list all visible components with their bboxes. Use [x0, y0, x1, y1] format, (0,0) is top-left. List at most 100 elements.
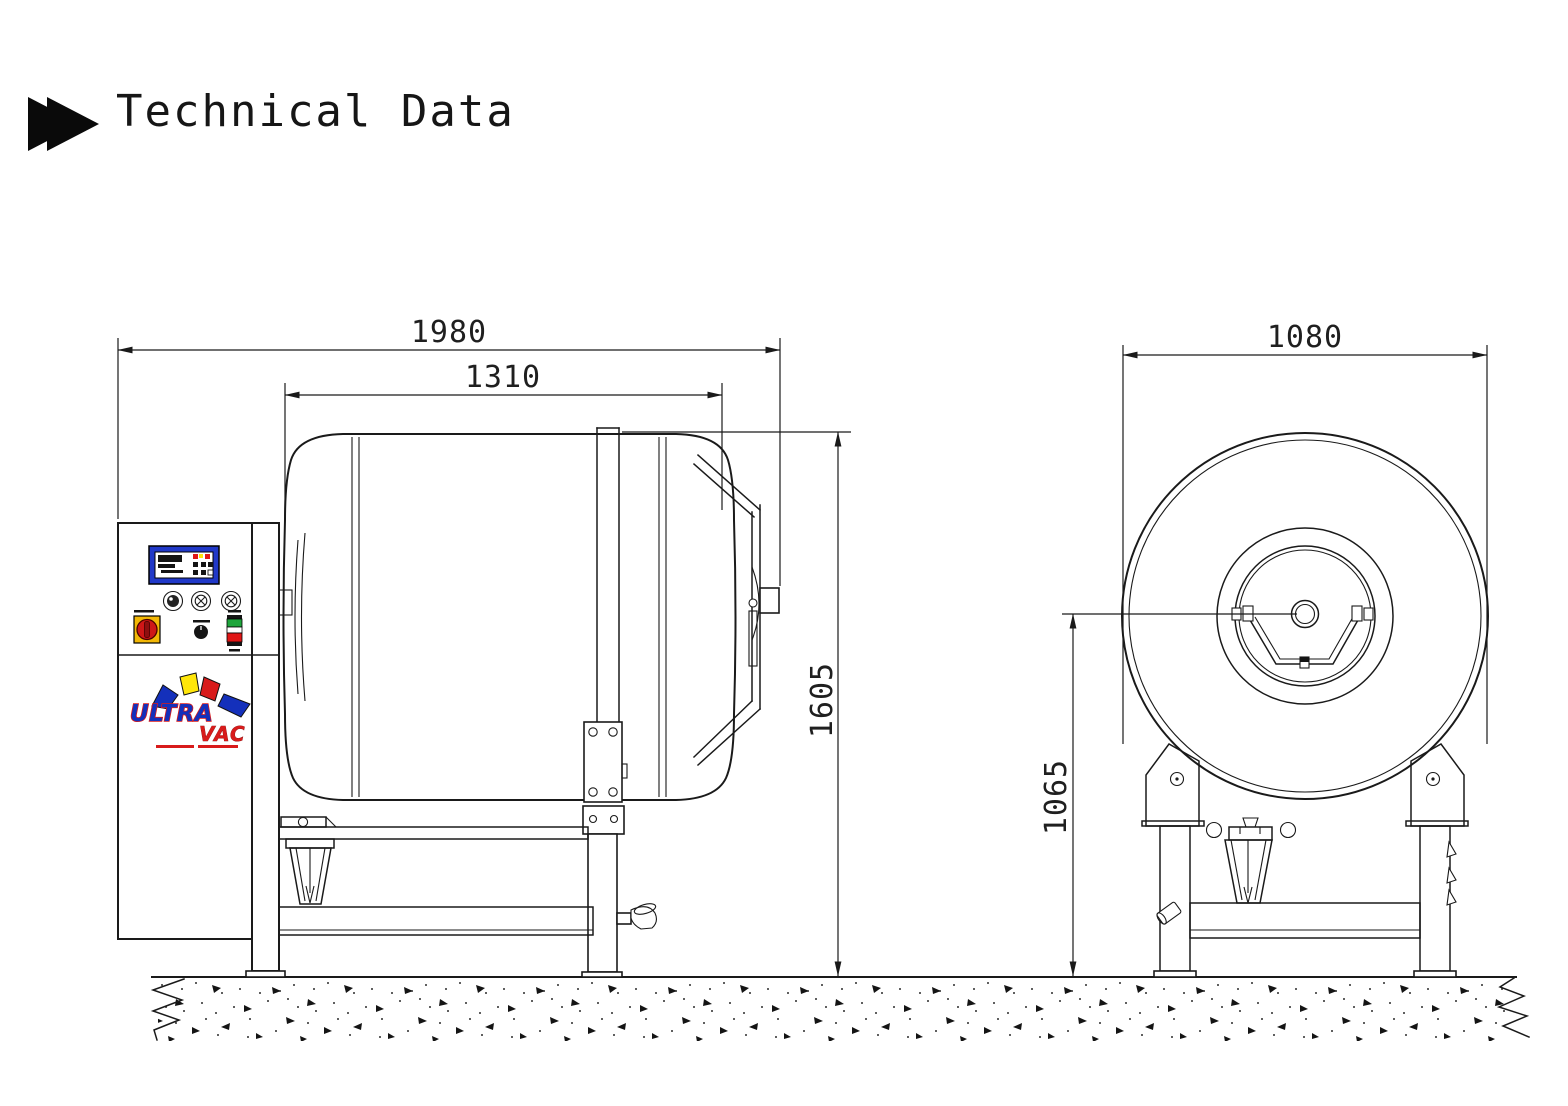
dimension-side-overall-width: 1980 [117, 315, 781, 586]
display-led [193, 554, 198, 559]
door-plate-bottom-b [696, 707, 762, 767]
display-key[interactable] [201, 570, 206, 575]
gauge-knob[interactable] [167, 595, 179, 607]
logo-petal-blue [151, 684, 179, 710]
cabinet-foot [245, 970, 286, 978]
ground-hatch [158, 979, 1510, 1041]
display-key[interactable] [193, 562, 198, 567]
leg-right-front [1419, 825, 1451, 972]
door-clamp-right[interactable] [1351, 605, 1363, 622]
drum-front [1121, 432, 1489, 800]
ground [150, 976, 1530, 1041]
knob-body[interactable] [194, 625, 208, 639]
dimension-side-overall-height: 1605 [622, 431, 851, 977]
switch-label [134, 610, 154, 613]
filter-bowl-front [1224, 839, 1273, 904]
dimensions: 1980 1310 1605 1080 [117, 315, 1488, 977]
bolt [609, 814, 619, 824]
upper-rail [278, 826, 589, 840]
leg-left-front [1159, 825, 1191, 972]
bolt [588, 814, 598, 824]
foot-left-front [1153, 970, 1197, 978]
display-key[interactable] [201, 562, 206, 567]
filter-inner-b [315, 847, 326, 902]
display-readout [158, 555, 182, 562]
bolt [608, 787, 618, 797]
logo-petal-red [199, 676, 221, 702]
brand-logo: ULTRA VAC [129, 672, 251, 748]
hmi-display[interactable] [148, 545, 220, 585]
side-view: ULTRA VAC [117, 427, 780, 978]
bolt [608, 727, 618, 737]
cross-beam [1189, 902, 1421, 939]
logo-wing-blue [217, 693, 251, 718]
filter-inner-b [1254, 839, 1267, 901]
column-foot [581, 971, 623, 978]
gauge-needle [196, 596, 206, 606]
rail-bracket [280, 816, 327, 828]
column-lower-leg [587, 833, 618, 973]
display-key[interactable] [193, 570, 198, 575]
stack-green [226, 618, 243, 628]
stand-front [1141, 743, 1469, 978]
stack-base [227, 642, 242, 646]
port-left [1205, 821, 1223, 839]
front-view [1121, 432, 1489, 978]
display-bar [161, 570, 183, 573]
dimension-value: 1980 [411, 315, 487, 350]
dimension-value: 1080 [1267, 320, 1343, 355]
lower-rail [278, 906, 594, 936]
rail-roller [297, 816, 309, 828]
door-hub-pin [748, 598, 758, 608]
door-plate-top-b [692, 462, 756, 519]
filter-cap-front [1228, 826, 1273, 841]
bolt [588, 727, 598, 737]
door-side [692, 453, 780, 767]
door-handle-bar [748, 610, 758, 667]
display-led [199, 554, 203, 558]
filter-inner-a [1230, 839, 1243, 901]
display-key[interactable] [207, 569, 214, 576]
knob-label [193, 620, 210, 623]
door-front [1231, 545, 1376, 687]
weld-tick [1446, 866, 1457, 884]
filter-cap-side [285, 838, 335, 849]
trunnion-bracket-right [1410, 743, 1465, 827]
port-right [1279, 821, 1297, 839]
door-clamp-right-outer[interactable] [1363, 607, 1374, 621]
door-plate-top-a [696, 453, 762, 512]
logo-tagline-mark [198, 745, 238, 748]
drum-face-ring [1216, 527, 1394, 705]
cabinet-leg [251, 522, 280, 972]
switch-handle[interactable] [144, 621, 150, 638]
display-key[interactable] [208, 562, 213, 567]
logo-petal-yellow [179, 672, 200, 696]
door-hub-arc [751, 566, 760, 641]
gauge-dial [194, 594, 208, 608]
display-led [205, 554, 210, 559]
stack-white [226, 626, 243, 634]
main-switch[interactable] [133, 610, 161, 644]
gauge-row [162, 590, 242, 612]
trunnion-bracket-left [1145, 743, 1200, 827]
logo-tagline-mark [156, 745, 194, 748]
bolt-center [1175, 777, 1179, 781]
break-mark-left [150, 978, 185, 1041]
door-hub-inner [1294, 603, 1316, 625]
drum-cap-arc-b [300, 532, 306, 702]
bolt [588, 787, 598, 797]
logo-text-ultra: ULTRA [130, 701, 213, 727]
door-band-lock-cap [1300, 657, 1309, 662]
gauge-dial [224, 594, 238, 608]
bolt-center [1431, 777, 1435, 781]
jog-knob[interactable] [193, 620, 210, 639]
drum-cap-arc-a [294, 539, 299, 695]
dimension-side-drum-length: 1310 [284, 360, 723, 516]
gauge-needle [226, 596, 236, 606]
filter-drain-v [1243, 886, 1253, 904]
stack-light [226, 610, 243, 652]
drive-shaft [278, 589, 293, 616]
rail-bracket-slant [325, 816, 337, 828]
